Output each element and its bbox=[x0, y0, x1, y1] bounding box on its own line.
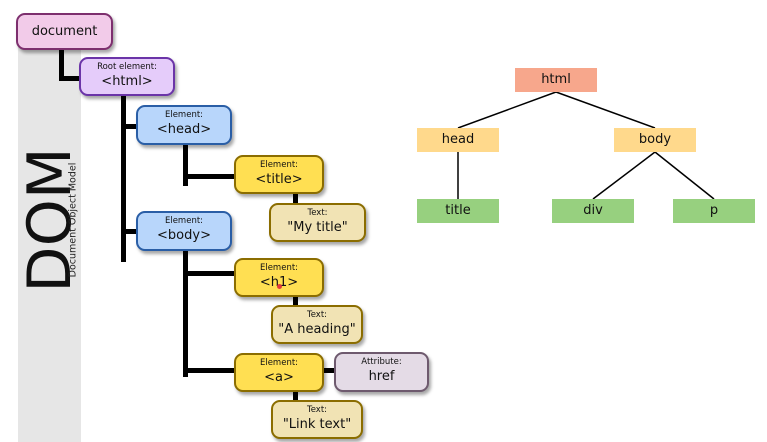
side-band bbox=[18, 47, 81, 442]
h1-text-node: Text: "A heading" bbox=[271, 305, 363, 344]
connector-line bbox=[183, 250, 188, 377]
a-text-value: "Link text" bbox=[282, 417, 352, 432]
h1-node: Element: <h1> bbox=[234, 258, 324, 297]
a-text-node: Text: "Link text" bbox=[271, 400, 363, 439]
title-node-caption: Element: bbox=[259, 160, 299, 170]
tree-node-html: html bbox=[515, 68, 597, 92]
connector-line bbox=[59, 50, 64, 80]
a-text-caption: Text: bbox=[306, 405, 328, 415]
title-node: Element: <title> bbox=[234, 155, 324, 194]
connector-line bbox=[324, 368, 336, 373]
html-node-tag: <html> bbox=[101, 74, 153, 89]
edge-html-head bbox=[457, 91, 557, 129]
head-node-caption: Element: bbox=[164, 110, 204, 120]
body-node: Element: <body> bbox=[136, 211, 232, 251]
head-node: Element: <head> bbox=[136, 105, 232, 145]
html-node-caption: Root element: bbox=[97, 62, 157, 72]
tree-node-body: body bbox=[614, 128, 696, 152]
h1-node-caption: Element: bbox=[259, 263, 299, 273]
connector-line bbox=[293, 193, 298, 205]
h1-text-caption: Text: bbox=[306, 310, 328, 320]
title-text-caption: Text: bbox=[307, 208, 328, 218]
document-label: document bbox=[31, 24, 98, 39]
tree-node-div: div bbox=[552, 199, 634, 223]
tree-node-p: p bbox=[673, 199, 755, 223]
connector-line bbox=[293, 296, 298, 306]
connector-line bbox=[121, 124, 137, 129]
h1-node-tag: <h1> bbox=[259, 275, 299, 290]
attribute-node: Attribute: href bbox=[334, 352, 429, 392]
connector-line bbox=[293, 392, 298, 402]
connector-line bbox=[183, 271, 235, 276]
title-node-tag: <title> bbox=[255, 172, 303, 187]
edge-body-div bbox=[592, 151, 656, 200]
tree-node-title: title bbox=[417, 199, 499, 223]
body-node-tag: <body> bbox=[157, 228, 211, 243]
connector-line bbox=[59, 76, 80, 81]
cursor-mark bbox=[277, 284, 282, 289]
document-node: document bbox=[16, 13, 113, 50]
edge-html-body bbox=[555, 91, 656, 129]
tree-node-head: head bbox=[417, 128, 499, 152]
connector-line bbox=[183, 145, 188, 186]
head-node-tag: <head> bbox=[156, 122, 212, 137]
connector-line bbox=[121, 229, 137, 234]
body-node-caption: Element: bbox=[164, 216, 204, 226]
edge-body-p bbox=[654, 151, 715, 200]
connector-line bbox=[183, 174, 235, 179]
title-text-node: Text: "My title" bbox=[269, 203, 366, 242]
a-node-tag: <a> bbox=[264, 370, 294, 385]
a-node: Element: <a> bbox=[234, 353, 324, 392]
html-node: Root element: <html> bbox=[79, 57, 175, 96]
title-text-value: "My title" bbox=[287, 220, 348, 235]
attribute-caption: Attribute: bbox=[361, 357, 402, 367]
h1-text-value: "A heading" bbox=[278, 322, 356, 337]
connector-line bbox=[121, 95, 126, 262]
a-node-caption: Element: bbox=[259, 358, 299, 368]
attribute-value: href bbox=[368, 369, 395, 384]
connector-line bbox=[183, 368, 235, 373]
